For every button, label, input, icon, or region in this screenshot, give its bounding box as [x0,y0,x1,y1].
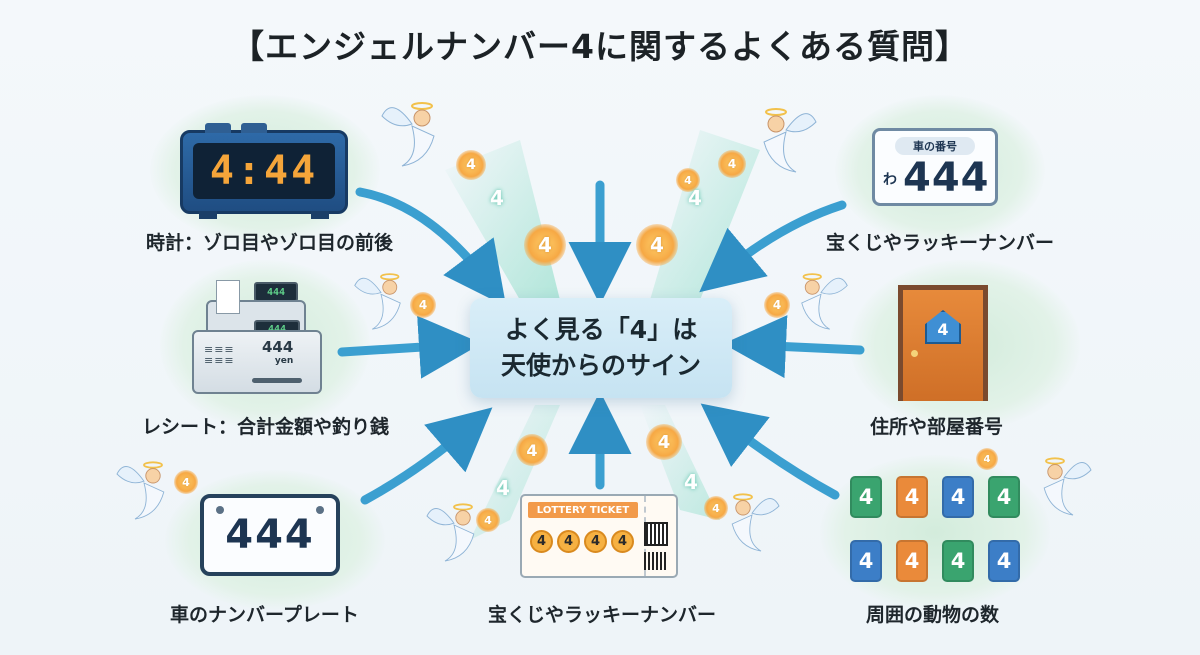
glowing-four: 4 [718,150,746,178]
glowing-four: 4 [516,434,548,466]
arrow-clock [355,187,507,307]
ticket-ball: 4 [557,530,580,553]
label-car-plate: 車のナンバープレート [170,604,359,626]
ticket-header: LOTTERY TICKET [528,502,638,518]
plate-number: 444 [903,155,990,201]
glowing-four: 4 [476,508,500,532]
plate-hole [216,506,224,514]
glowing-four: 4 [704,496,728,520]
sparkle-four: 4 [684,470,698,494]
ticket-balls: 4 4 4 4 [530,530,634,553]
register-amount-value: 444 [262,338,294,356]
animal-tag: 4 [896,476,928,518]
animal-tag: 4 [988,540,1020,582]
arrow-receipt [337,315,482,379]
register-keys-row: ≡≡≡ [204,343,235,356]
label-door: 住所や部屋番号 [870,416,1004,438]
door-number: 4 [937,320,949,339]
clock-display: 4:44 [193,143,335,199]
glowing-four: 4 [410,292,436,318]
sparkle-four: 4 [490,186,504,210]
glowing-four: 4 [524,224,566,266]
angel-icon [426,503,475,562]
label-receipt: レシート：合計金額や釣り銭 [142,416,390,438]
register-drawer [252,378,302,383]
plate-hole [316,506,324,514]
center-message: よく見る「4」は 天使からのサイン [470,298,732,398]
animal-tag: 4 [988,476,1020,518]
animal-tag: 4 [942,476,974,518]
page-title: 【エンジェルナンバー4に関するよくある質問】 [231,27,969,66]
lottery-ticket: LOTTERY TICKET 4 4 4 4 [520,494,678,578]
barcode-icon [644,552,668,570]
arrow-plate-tr [699,200,847,293]
animal-tag: 4 [850,476,882,518]
clock-foot [199,211,217,219]
register-keys-row: ≡≡≡ [204,354,235,367]
register-amount: 444 yen [262,340,293,368]
angel-icon [801,273,848,330]
animal-tag: 4 [850,540,882,582]
plate-header: 車の番号 [895,137,975,155]
center-line-1: よく見る「4」は [504,315,698,344]
ticket-ball: 4 [584,530,607,553]
clock-button [241,123,267,133]
receipt-paper-icon [216,280,240,314]
sparkle-four: 4 [496,476,510,500]
door: 4 [898,285,988,401]
arrow-door [723,315,865,379]
ticket-ball: 4 [611,530,634,553]
angel-icon [731,493,780,552]
clock-foot [311,211,329,219]
clock-button [205,123,231,133]
animal-tag: 4 [942,540,974,582]
center-line-2: 天使からのサイン [500,351,701,380]
qr-code-icon [644,522,668,546]
license-plate: 444 [200,494,340,576]
glowing-four: 4 [174,470,198,494]
angel-icon [763,108,817,173]
ticket-ball: 4 [530,530,553,553]
house-number-icon: 4 [925,310,961,344]
glowing-four: 4 [646,424,682,460]
digital-clock: 4:44 [180,123,348,219]
plate-number: 444 [225,512,315,558]
label-plate-tr: 宝くじやラッキーナンバー [826,232,1055,254]
sparkle-four: 4 [688,186,702,210]
label-animals: 周囲の動物の数 [866,604,1000,626]
glowing-four: 4 [676,168,700,192]
door-knob [911,350,918,357]
plate-kana: わ [883,172,897,188]
cash-register: 444 444 ≡≡≡ ≡≡≡ 444 yen [192,280,322,400]
register-display-top: 444 [254,282,298,302]
glowing-four: 4 [764,292,790,318]
glowing-four: 4 [976,448,998,470]
angel-icon [354,273,401,330]
angel-icon [116,461,165,520]
glowing-four: 4 [456,150,486,180]
label-clock: 時計：ゾロ目やゾロ目の前後 [146,232,394,254]
register-body [192,330,322,394]
label-ticket: 宝くじやラッキーナンバー [488,604,717,626]
animal-tag: 4 [896,540,928,582]
angel-icon [1043,457,1092,516]
angel-icon [381,102,435,167]
license-plate-jp: 車の番号 わ 444 [872,128,998,206]
register-keys: ≡≡≡ ≡≡≡ [204,344,235,366]
register-amount-unit: yen [274,356,294,366]
arrow-tags [700,403,840,500]
glowing-four: 4 [636,224,678,266]
arrow-plate [360,407,493,505]
